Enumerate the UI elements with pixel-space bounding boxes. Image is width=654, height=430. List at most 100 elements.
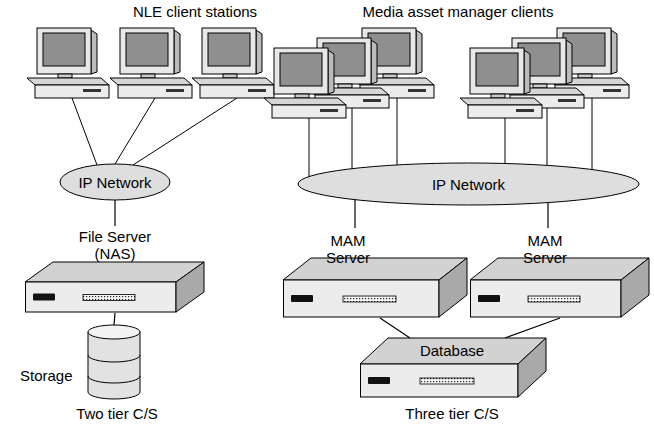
monitor-frame bbox=[120, 28, 174, 74]
connector-line bbox=[505, 318, 560, 338]
network-ellipse: IP Network bbox=[59, 163, 171, 201]
client-computer bbox=[27, 28, 109, 98]
monitor-neck bbox=[141, 74, 155, 78]
cylinder-band bbox=[88, 355, 140, 362]
client-link bbox=[505, 118, 506, 163]
server-side bbox=[439, 258, 467, 317]
client-computer bbox=[460, 48, 542, 118]
cylinder-body bbox=[88, 332, 140, 399]
base-slot bbox=[83, 89, 101, 92]
node-label: File Server (NAS) bbox=[65, 228, 165, 262]
base-front bbox=[200, 85, 274, 98]
connector-line bbox=[380, 318, 410, 338]
server-box: MAM Server bbox=[283, 228, 468, 318]
connector-line bbox=[114, 313, 115, 325]
connector-line bbox=[547, 203, 548, 228]
node-label: IP Network bbox=[78, 174, 151, 191]
server-side bbox=[518, 338, 546, 397]
monitor-screen bbox=[208, 33, 250, 66]
group-heading: Media asset manager clients bbox=[363, 3, 554, 20]
base-front bbox=[118, 85, 192, 98]
base-top bbox=[192, 78, 274, 85]
base-top bbox=[110, 78, 192, 85]
server-front bbox=[361, 364, 519, 397]
client-link bbox=[309, 118, 310, 177]
network-ellipse-shape bbox=[298, 163, 639, 205]
base-slot bbox=[166, 89, 184, 92]
server-top bbox=[25, 262, 204, 282]
client-link bbox=[547, 108, 548, 165]
connector-line bbox=[354, 200, 355, 228]
monitor-neck bbox=[383, 74, 397, 78]
client-link bbox=[592, 98, 593, 170]
node-outline bbox=[20, 325, 142, 400]
monitor-neck bbox=[223, 74, 237, 78]
server-box: MAM Server bbox=[470, 228, 650, 318]
vent-dots bbox=[528, 296, 580, 302]
base-front bbox=[468, 105, 542, 118]
monitor-side bbox=[328, 50, 334, 94]
cylinder-top bbox=[88, 325, 140, 339]
monitor-side bbox=[371, 40, 377, 84]
base-front bbox=[35, 85, 109, 98]
group-heading: NLE client stations bbox=[133, 3, 257, 20]
node-label: MAM Server bbox=[308, 232, 388, 266]
base-slot bbox=[363, 99, 381, 102]
monitor-frame bbox=[470, 48, 524, 94]
drive-slot bbox=[33, 294, 55, 301]
client-link bbox=[352, 108, 353, 169]
base-slot bbox=[248, 89, 266, 92]
client-computer bbox=[264, 48, 346, 118]
base-slot bbox=[558, 99, 576, 102]
server-front bbox=[26, 282, 177, 312]
client-computer bbox=[110, 28, 192, 98]
client-link bbox=[133, 98, 237, 165]
monitor-neck bbox=[58, 74, 72, 78]
server-side bbox=[176, 262, 204, 312]
monitor-side bbox=[416, 30, 422, 74]
monitor-side bbox=[566, 40, 572, 84]
monitor-side bbox=[174, 30, 180, 74]
base-slot bbox=[603, 89, 621, 92]
monitor-screen bbox=[43, 33, 85, 66]
storage-cylinder: Storage bbox=[20, 325, 142, 400]
monitor-neck bbox=[338, 84, 352, 88]
base-top bbox=[264, 98, 346, 105]
monitor-side bbox=[524, 50, 530, 94]
cylinder-band bbox=[88, 376, 140, 383]
vent-dots bbox=[420, 378, 474, 384]
monitor-frame bbox=[202, 28, 256, 74]
base-slot bbox=[408, 89, 426, 92]
node-label: Database bbox=[402, 342, 502, 359]
monitor-neck bbox=[533, 84, 547, 88]
monitor-screen bbox=[280, 53, 322, 86]
monitor-frame bbox=[37, 28, 91, 74]
monitor-neck bbox=[491, 94, 505, 98]
drive-slot bbox=[478, 295, 500, 302]
drive-slot bbox=[368, 377, 390, 384]
server-front bbox=[471, 280, 622, 317]
node-outline bbox=[283, 228, 468, 318]
tier-caption: Three tier C/S bbox=[405, 405, 498, 422]
base-top bbox=[27, 78, 109, 85]
base-top bbox=[460, 98, 542, 105]
server-top bbox=[360, 338, 546, 364]
server-front bbox=[284, 280, 440, 317]
monitor-screen bbox=[126, 33, 168, 66]
server-side bbox=[621, 258, 649, 317]
node-label: IP Network bbox=[432, 176, 505, 193]
monitor-neck bbox=[295, 94, 309, 98]
monitor-side bbox=[91, 30, 97, 74]
node-label: Storage bbox=[20, 367, 73, 384]
base-slot bbox=[516, 109, 534, 112]
monitor-frame bbox=[274, 48, 328, 94]
base-front bbox=[272, 105, 346, 118]
client-link bbox=[397, 98, 398, 165]
vent-dots bbox=[83, 295, 135, 301]
monitor-screen bbox=[476, 53, 518, 86]
server-top bbox=[283, 258, 467, 280]
client-link bbox=[72, 98, 97, 165]
server-box: Database bbox=[360, 338, 547, 398]
monitor-side bbox=[256, 30, 262, 74]
